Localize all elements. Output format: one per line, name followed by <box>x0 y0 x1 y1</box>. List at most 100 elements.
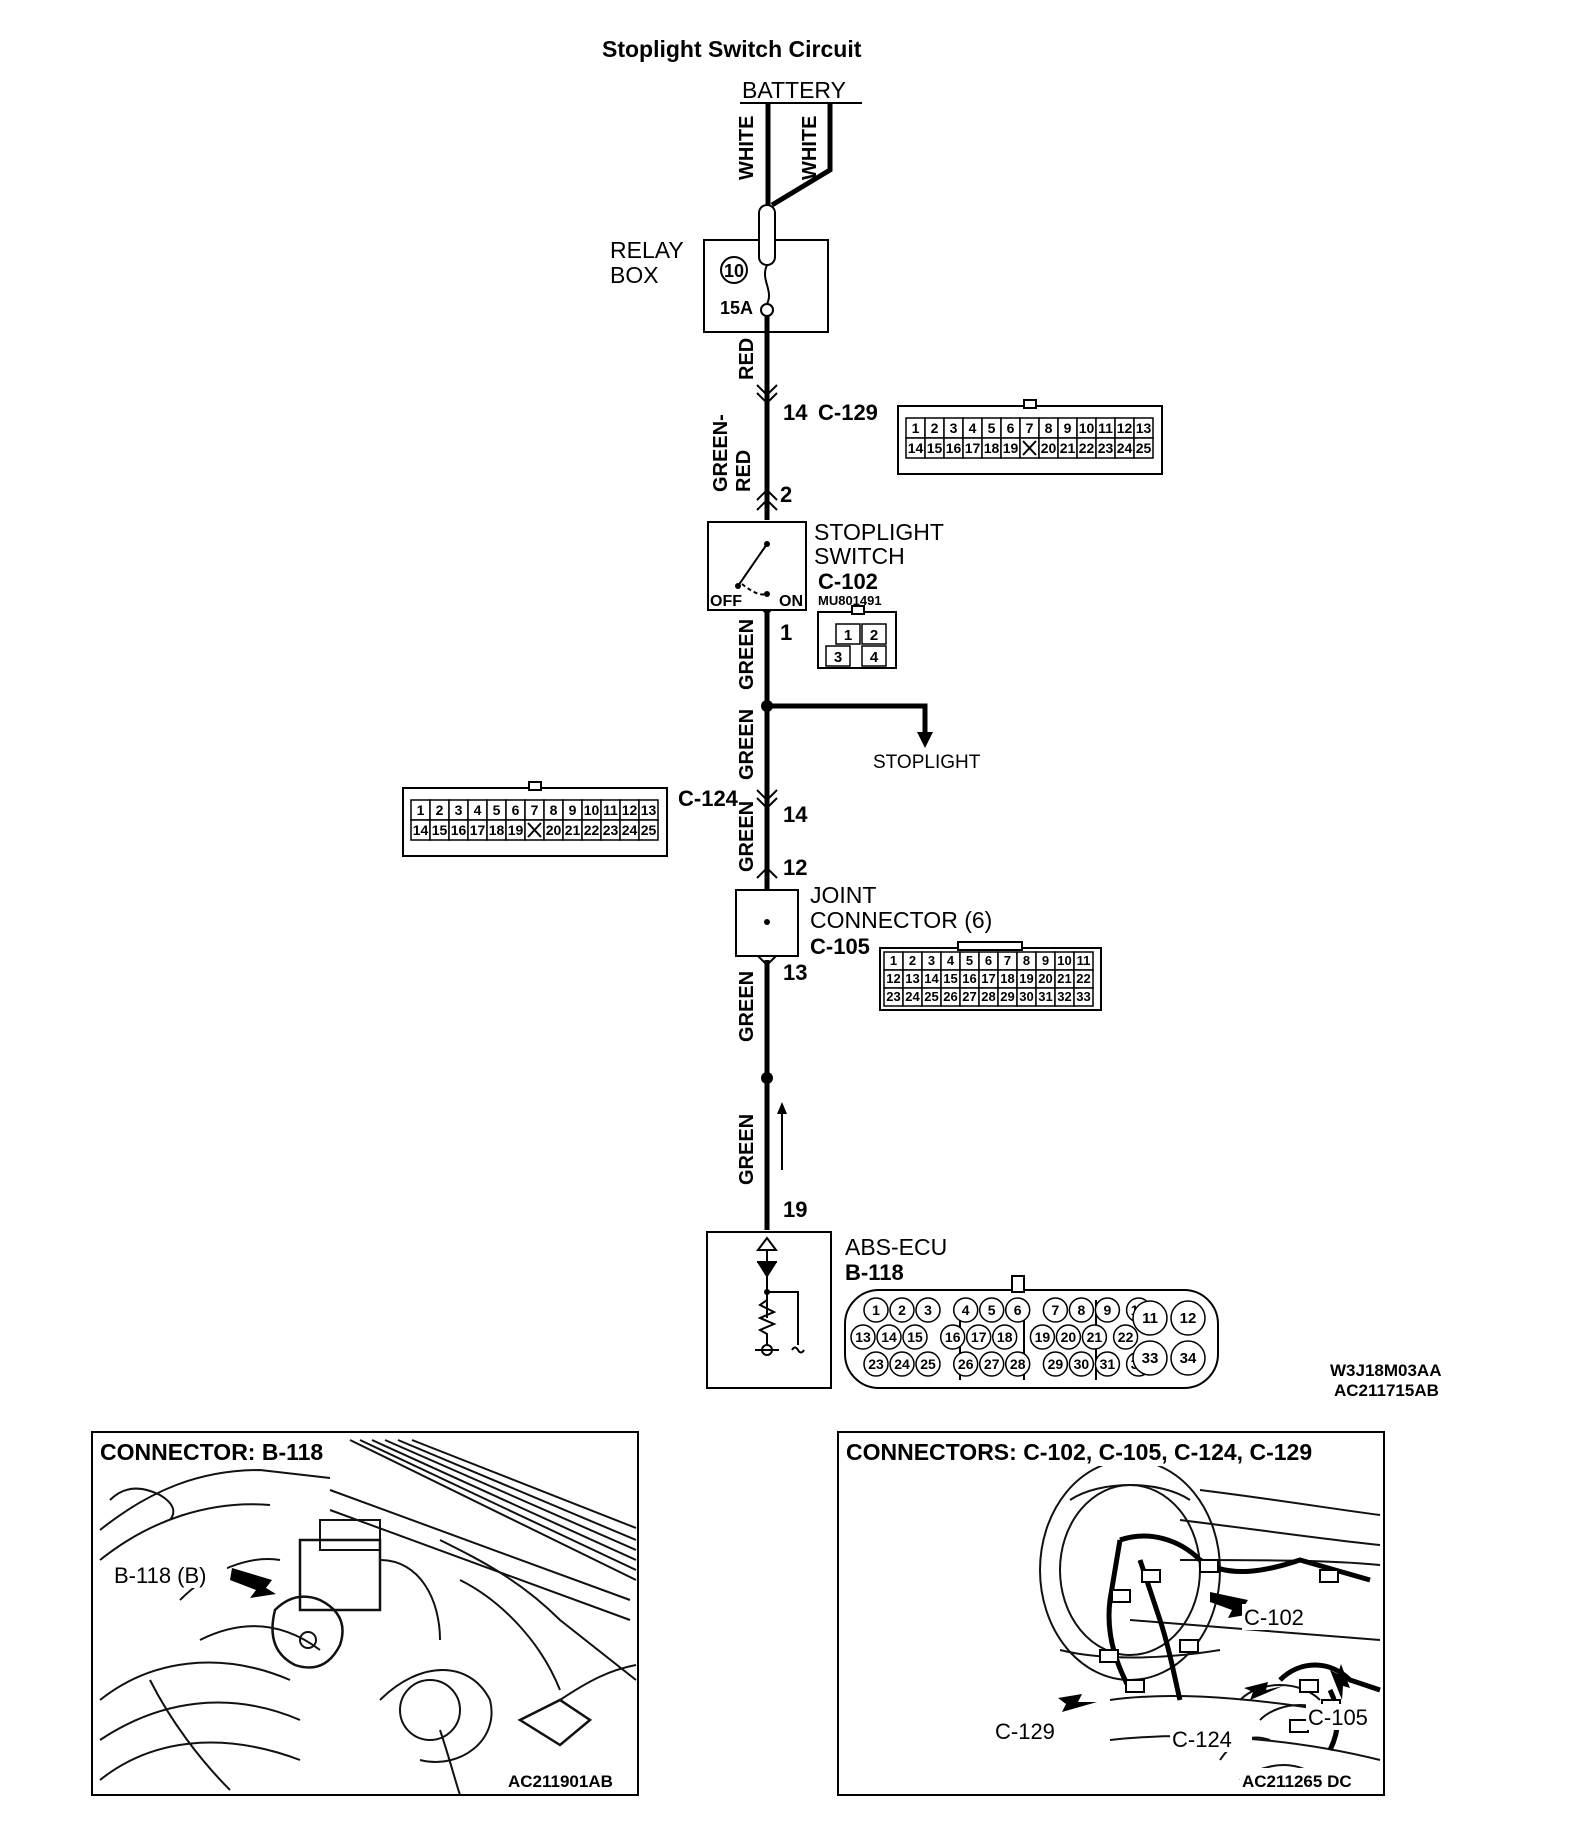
c129-pin: 5 <box>988 420 996 436</box>
wire-label-green-2: GREEN <box>736 709 758 780</box>
b118-pin: 29 <box>1048 1356 1064 1372</box>
photo-label-c124-bg <box>1170 1726 1252 1752</box>
c124-pin: 10 <box>584 802 600 818</box>
b118-pin: 18 <box>997 1329 1013 1345</box>
joint_connector-pin: 17 <box>981 971 995 986</box>
wire-stoplight-branch <box>767 703 928 735</box>
joint_connector-pin: 7 <box>1004 953 1011 968</box>
pin-c129-14: 14 <box>783 400 808 425</box>
b118-pin: 8 <box>1078 1302 1086 1318</box>
b118-pin: 28 <box>1010 1356 1026 1372</box>
b118-pin: 19 <box>1035 1329 1051 1345</box>
joint_connector-pin: 31 <box>1038 989 1052 1004</box>
switch-part-number: MU801491 <box>818 593 882 608</box>
b118-pin: 23 <box>868 1356 884 1372</box>
photo-connectors-code-bg <box>1240 1768 1372 1792</box>
wire-label-green-1: GREEN <box>736 619 758 690</box>
b118-pin-circle <box>1068 1351 1095 1377</box>
b118-pin: 21 <box>1087 1329 1103 1345</box>
fuse-rating: 15A <box>720 298 753 318</box>
b118-large-pin: 33 <box>1142 1350 1159 1367</box>
joint_connector-cell <box>1073 987 1094 1007</box>
c124-pin: 25 <box>641 822 657 838</box>
b118-pin-circle <box>889 1351 915 1377</box>
photo-connectors-title-bg <box>842 1436 1372 1466</box>
photo-connectors: CONNECTORS: C-102, C-105, C-124, C-129 C… <box>837 1431 1385 1796</box>
c129-pin: 17 <box>965 440 981 456</box>
b118-pin: 6 <box>1014 1302 1022 1318</box>
c124-pin: 9 <box>569 802 577 818</box>
c129-pin: 6 <box>1007 420 1015 436</box>
ref-code-1: W3J18M03AA <box>1330 1361 1442 1380</box>
wire-label-green-5: GREEN <box>736 1114 758 1185</box>
c124-pin: 18 <box>489 822 505 838</box>
photo-connectors-code: AC211265 DC <box>1242 1772 1352 1791</box>
ecu-diode <box>757 1262 777 1278</box>
joint_connector-pin: 26 <box>943 989 957 1004</box>
photo-label-c124: C-124 <box>1172 1727 1232 1752</box>
b118-pin-circle <box>1004 1297 1031 1323</box>
c124-pin: 7 <box>531 802 539 818</box>
c129-pin: 23 <box>1098 440 1114 456</box>
c129-pin: 3 <box>950 420 958 436</box>
c129-pin: 1 <box>912 420 920 436</box>
joint_connector-pin: 28 <box>981 989 995 1004</box>
b118-pin-circle <box>876 1324 902 1350</box>
c124-pin: 20 <box>546 822 562 838</box>
switch-label-1: STOPLIGHT <box>814 519 944 545</box>
photo-arrow-c129 <box>1058 1694 1097 1712</box>
c124-cell <box>638 819 659 841</box>
joint_connector-pin: 32 <box>1057 989 1071 1004</box>
stoplight-switch-box <box>707 521 807 611</box>
joint_connector-pin: 23 <box>886 989 900 1004</box>
c124-pin: 17 <box>470 822 486 838</box>
joint_connector-pin: 29 <box>1000 989 1014 1004</box>
b118-pin-circle <box>1042 1297 1069 1323</box>
joint_connector-pin: 24 <box>905 989 920 1004</box>
joint_connector-pin: 14 <box>924 971 939 986</box>
c124-pin: 13 <box>641 802 657 818</box>
b118-pin-circle <box>1081 1324 1108 1350</box>
c124-blank-pin <box>527 822 542 838</box>
switch-on-label: ON <box>779 593 803 610</box>
b118-pin: 7 <box>1052 1302 1060 1318</box>
b118-pin-circle <box>965 1324 992 1350</box>
b118-pin: 4 <box>962 1302 970 1318</box>
b118-pin-circle <box>1094 1297 1121 1323</box>
switch-pin-1: 1 <box>844 627 852 644</box>
c124-pin: 6 <box>512 802 520 818</box>
c129-pin: 10 <box>1079 420 1095 436</box>
b118-large-pin-circle <box>1170 1300 1206 1336</box>
c129-pin: 12 <box>1117 420 1133 436</box>
fuse-link <box>758 204 776 266</box>
c129-pin: 24 <box>1117 440 1133 456</box>
connector-mark-c129 <box>756 384 778 405</box>
b118-pin-circle <box>991 1324 1018 1350</box>
switch-label-2: SWITCH <box>814 543 905 569</box>
pin-c124-14: 14 <box>783 802 808 827</box>
joint_connector-pin: 33 <box>1076 989 1090 1004</box>
b118-pin: 24 <box>894 1356 910 1372</box>
switch-pin-4: 4 <box>870 649 879 666</box>
joint_connector-pin: 27 <box>962 989 976 1004</box>
ecu-resistor <box>757 1299 777 1346</box>
b118-pin-circle <box>863 1297 889 1323</box>
c129-pin: 19 <box>1003 440 1019 456</box>
b118-pin: 15 <box>907 1329 923 1345</box>
c129-pin: 16 <box>946 440 962 456</box>
b118-pin-circle <box>952 1297 979 1323</box>
connector-mark-c124 <box>756 789 778 810</box>
c124-pin: 12 <box>622 802 638 818</box>
c129-pin: 14 <box>908 440 924 456</box>
b118-pin: 2 <box>898 1302 906 1318</box>
switch-arm <box>737 543 768 587</box>
joint_connector-pin: 1 <box>890 953 897 968</box>
wire-label-green-4: GREEN <box>736 971 758 1042</box>
b118-large-pin: 12 <box>1180 1310 1197 1327</box>
b118-pin: 17 <box>971 1329 987 1345</box>
c129-cell <box>1133 437 1154 459</box>
b118-pin: 5 <box>988 1302 996 1318</box>
photo-b118-callout-bg <box>112 1560 227 1588</box>
